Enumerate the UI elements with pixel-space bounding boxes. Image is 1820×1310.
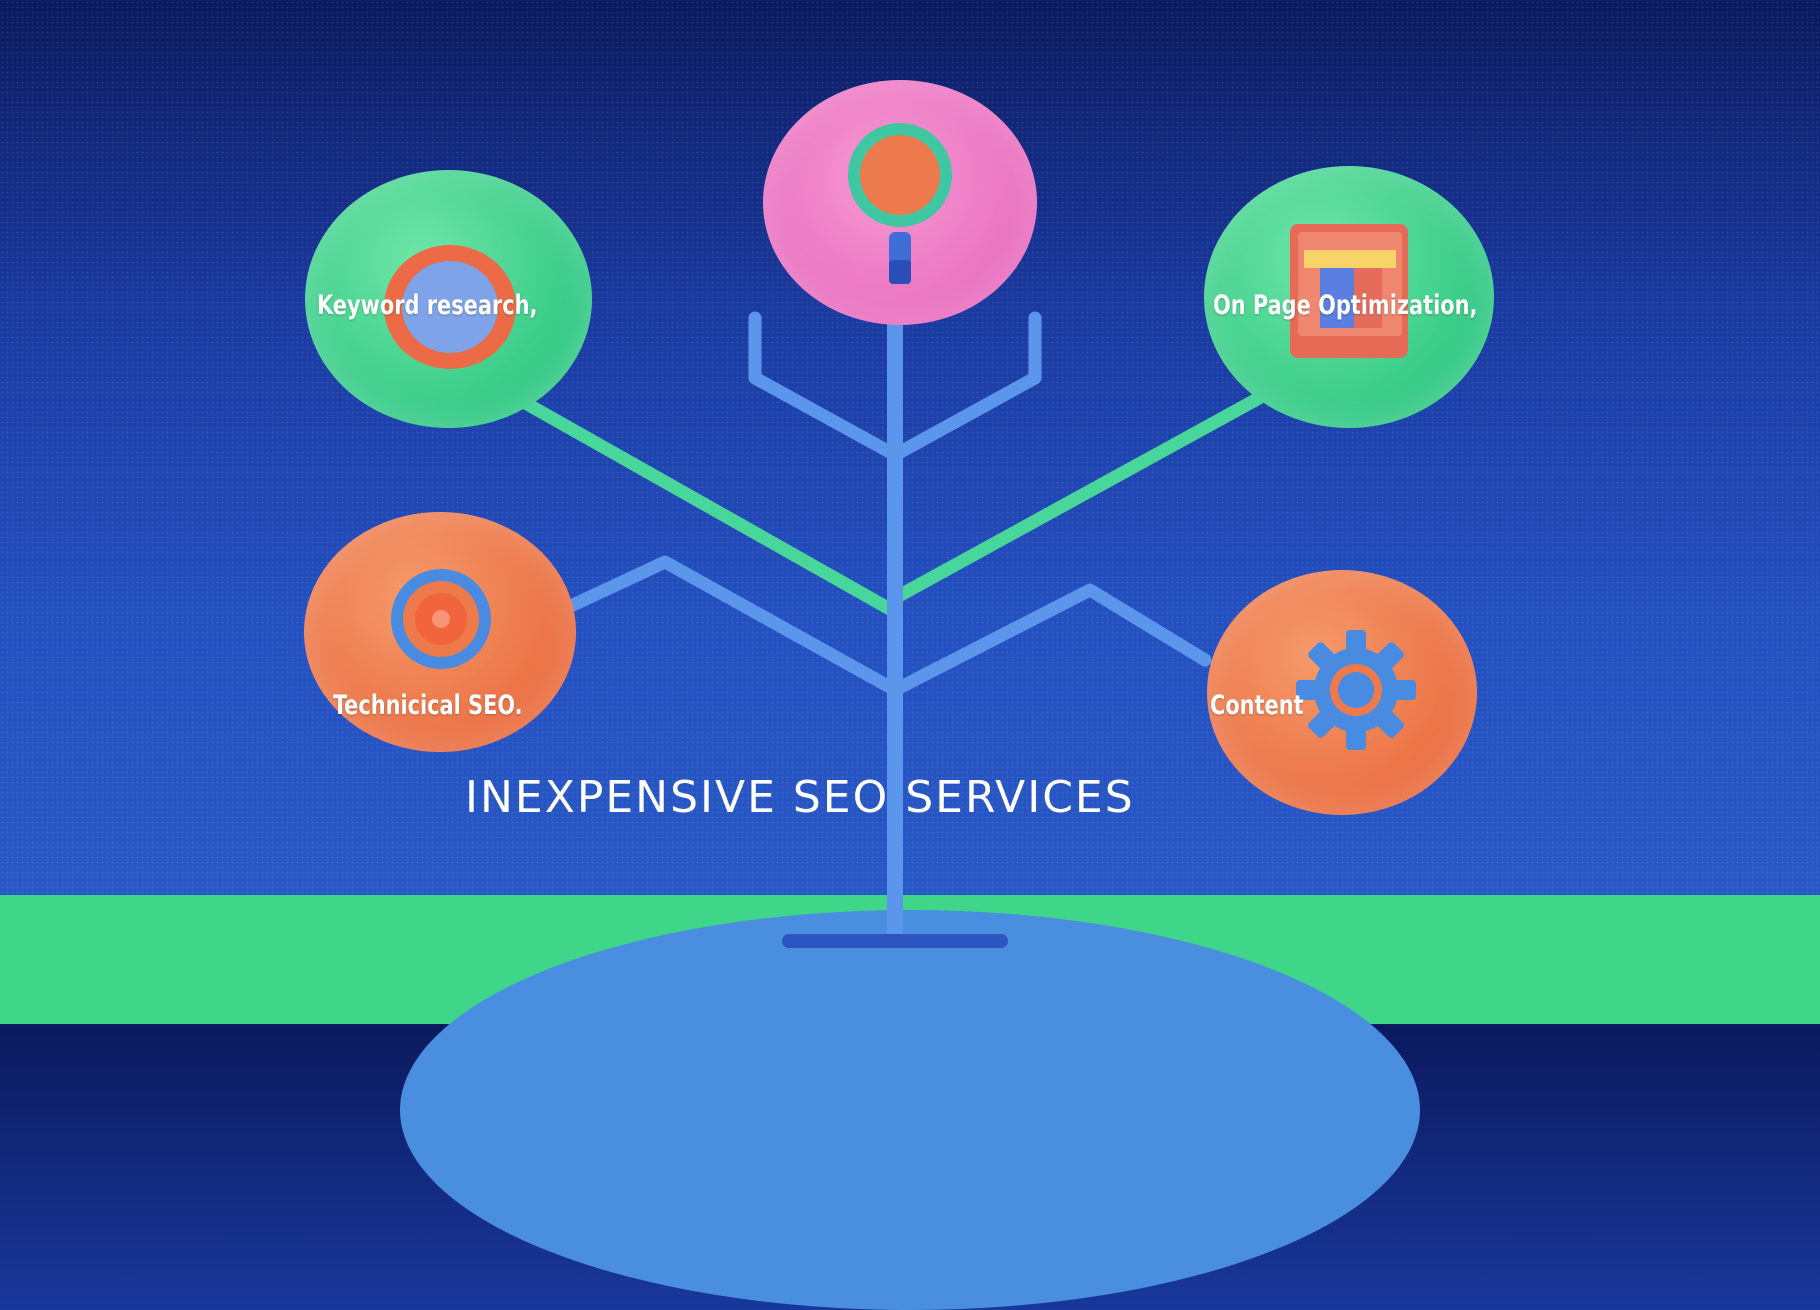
technical-seo-label: Technicical SEO. — [333, 690, 523, 721]
node-search — [763, 80, 1037, 325]
node-onpage-optimization — [1204, 166, 1494, 428]
branch-technical — [566, 555, 902, 697]
onpage-optimization-label: On Page Optimization, — [1213, 290, 1478, 321]
tree-base — [782, 934, 1008, 948]
branch-keyword — [513, 393, 902, 619]
diagram-title: INEXPENSIVE SEO SERVICES — [465, 772, 1135, 823]
magnifier-icon — [848, 123, 952, 284]
branch-onpage — [888, 385, 1277, 605]
branch-content — [888, 583, 1212, 697]
document-icon — [1290, 224, 1408, 358]
node-content — [1207, 570, 1477, 815]
target-icon — [384, 245, 516, 369]
content-label: Content — [1210, 690, 1304, 721]
node-technical-seo — [304, 512, 576, 752]
keyword-research-label: Keyword research, — [317, 290, 538, 321]
gear-icon — [1296, 630, 1416, 750]
tree-branches — [513, 292, 1277, 943]
node-keyword-research — [305, 170, 592, 428]
target-icon — [391, 569, 491, 669]
